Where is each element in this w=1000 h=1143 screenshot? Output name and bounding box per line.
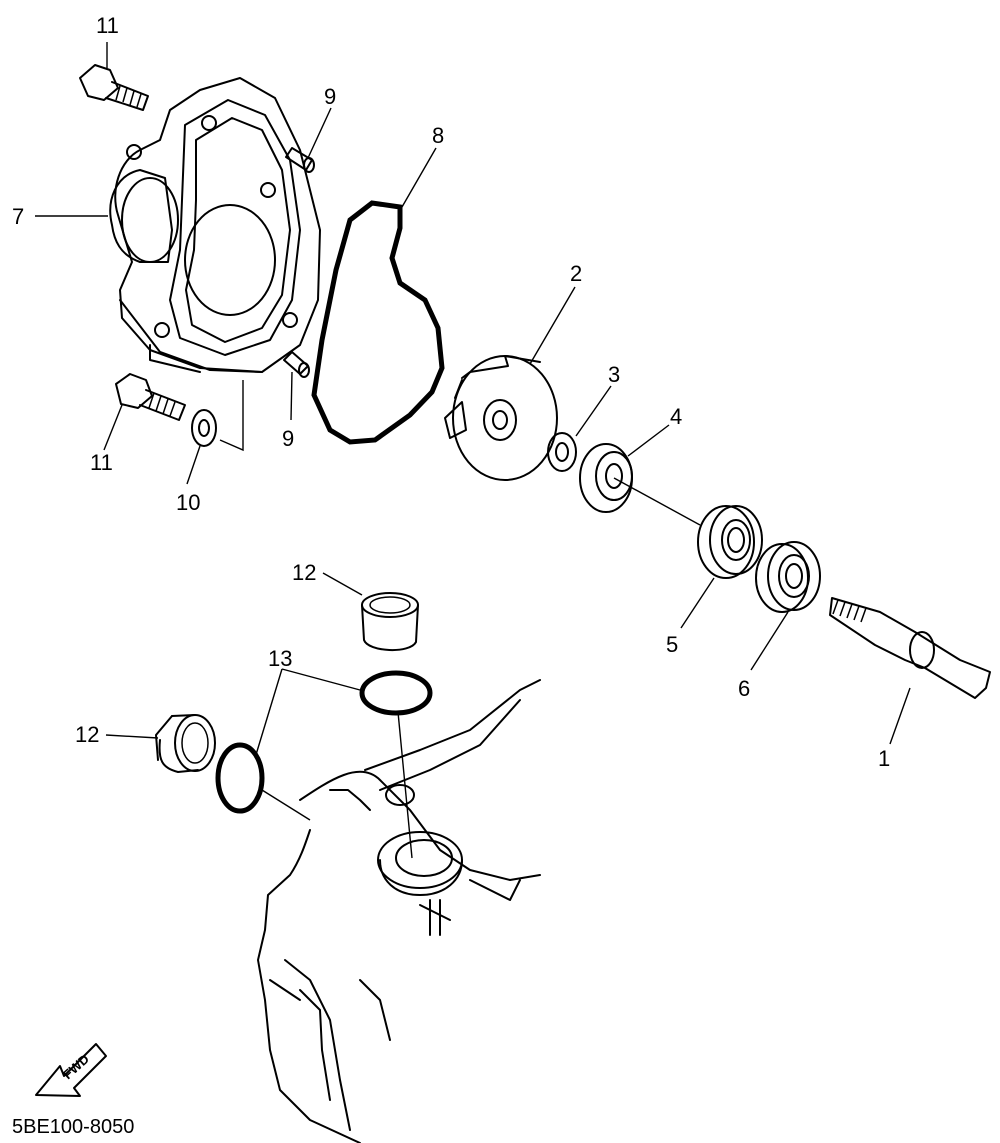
callout-label: 3 — [608, 362, 620, 387]
shaft-axis-line — [613, 477, 701, 526]
callout-label: 13 — [268, 646, 292, 671]
callout-label: 11 — [90, 450, 113, 475]
callout-label: 1 — [878, 746, 890, 771]
callout-label: 11 — [96, 13, 119, 38]
callout-label: 9 — [324, 84, 336, 109]
callout-label: 12 — [75, 722, 99, 747]
diagram-code: 5BE100-8050 — [12, 1116, 134, 1138]
o-ring-lower-part-13 — [215, 742, 265, 814]
dowel-pin-upper-part-9 — [285, 147, 315, 173]
callout-label: 2 — [570, 261, 582, 286]
impeller-shaft-part-1 — [829, 597, 991, 699]
mechanical-seal-part-4 — [579, 443, 633, 513]
bearing-part-6 — [755, 541, 821, 613]
callout-label: 8 — [432, 123, 444, 148]
bolt-lower-part-11 — [115, 373, 186, 421]
callout-label: 5 — [666, 632, 678, 657]
o-ring-to-case-line — [397, 711, 413, 859]
fwd-arrow-label: FWD — [60, 1051, 92, 1082]
seal-washer-part-3 — [547, 432, 577, 472]
callout-label: 9 — [282, 426, 294, 451]
callout-label: 4 — [670, 404, 682, 429]
collar-upper-part-12 — [361, 592, 419, 652]
gasket-part-8 — [311, 200, 445, 445]
oil-seal-part-5 — [697, 505, 763, 579]
water-pump-housing-part-7 — [109, 77, 321, 373]
washer-part-10 — [191, 380, 244, 452]
crankcase-outline — [257, 679, 541, 1143]
callout-label: 12 — [292, 560, 316, 585]
fwd-direction-arrow: FWD — [35, 1043, 107, 1097]
lower-o-ring-to-case-line — [261, 789, 311, 821]
impeller-part-2 — [444, 355, 558, 481]
bolt-upper-part-11 — [79, 64, 149, 111]
callout-label: 6 — [738, 676, 750, 701]
callout-label: 7 — [12, 204, 24, 229]
collar-lower-part-12 — [155, 714, 216, 773]
o-ring-upper-part-13 — [359, 670, 433, 716]
callout-leaders — [35, 42, 911, 759]
callout-label: 10 — [176, 490, 200, 515]
dowel-pin-lower-part-9 — [283, 351, 310, 378]
